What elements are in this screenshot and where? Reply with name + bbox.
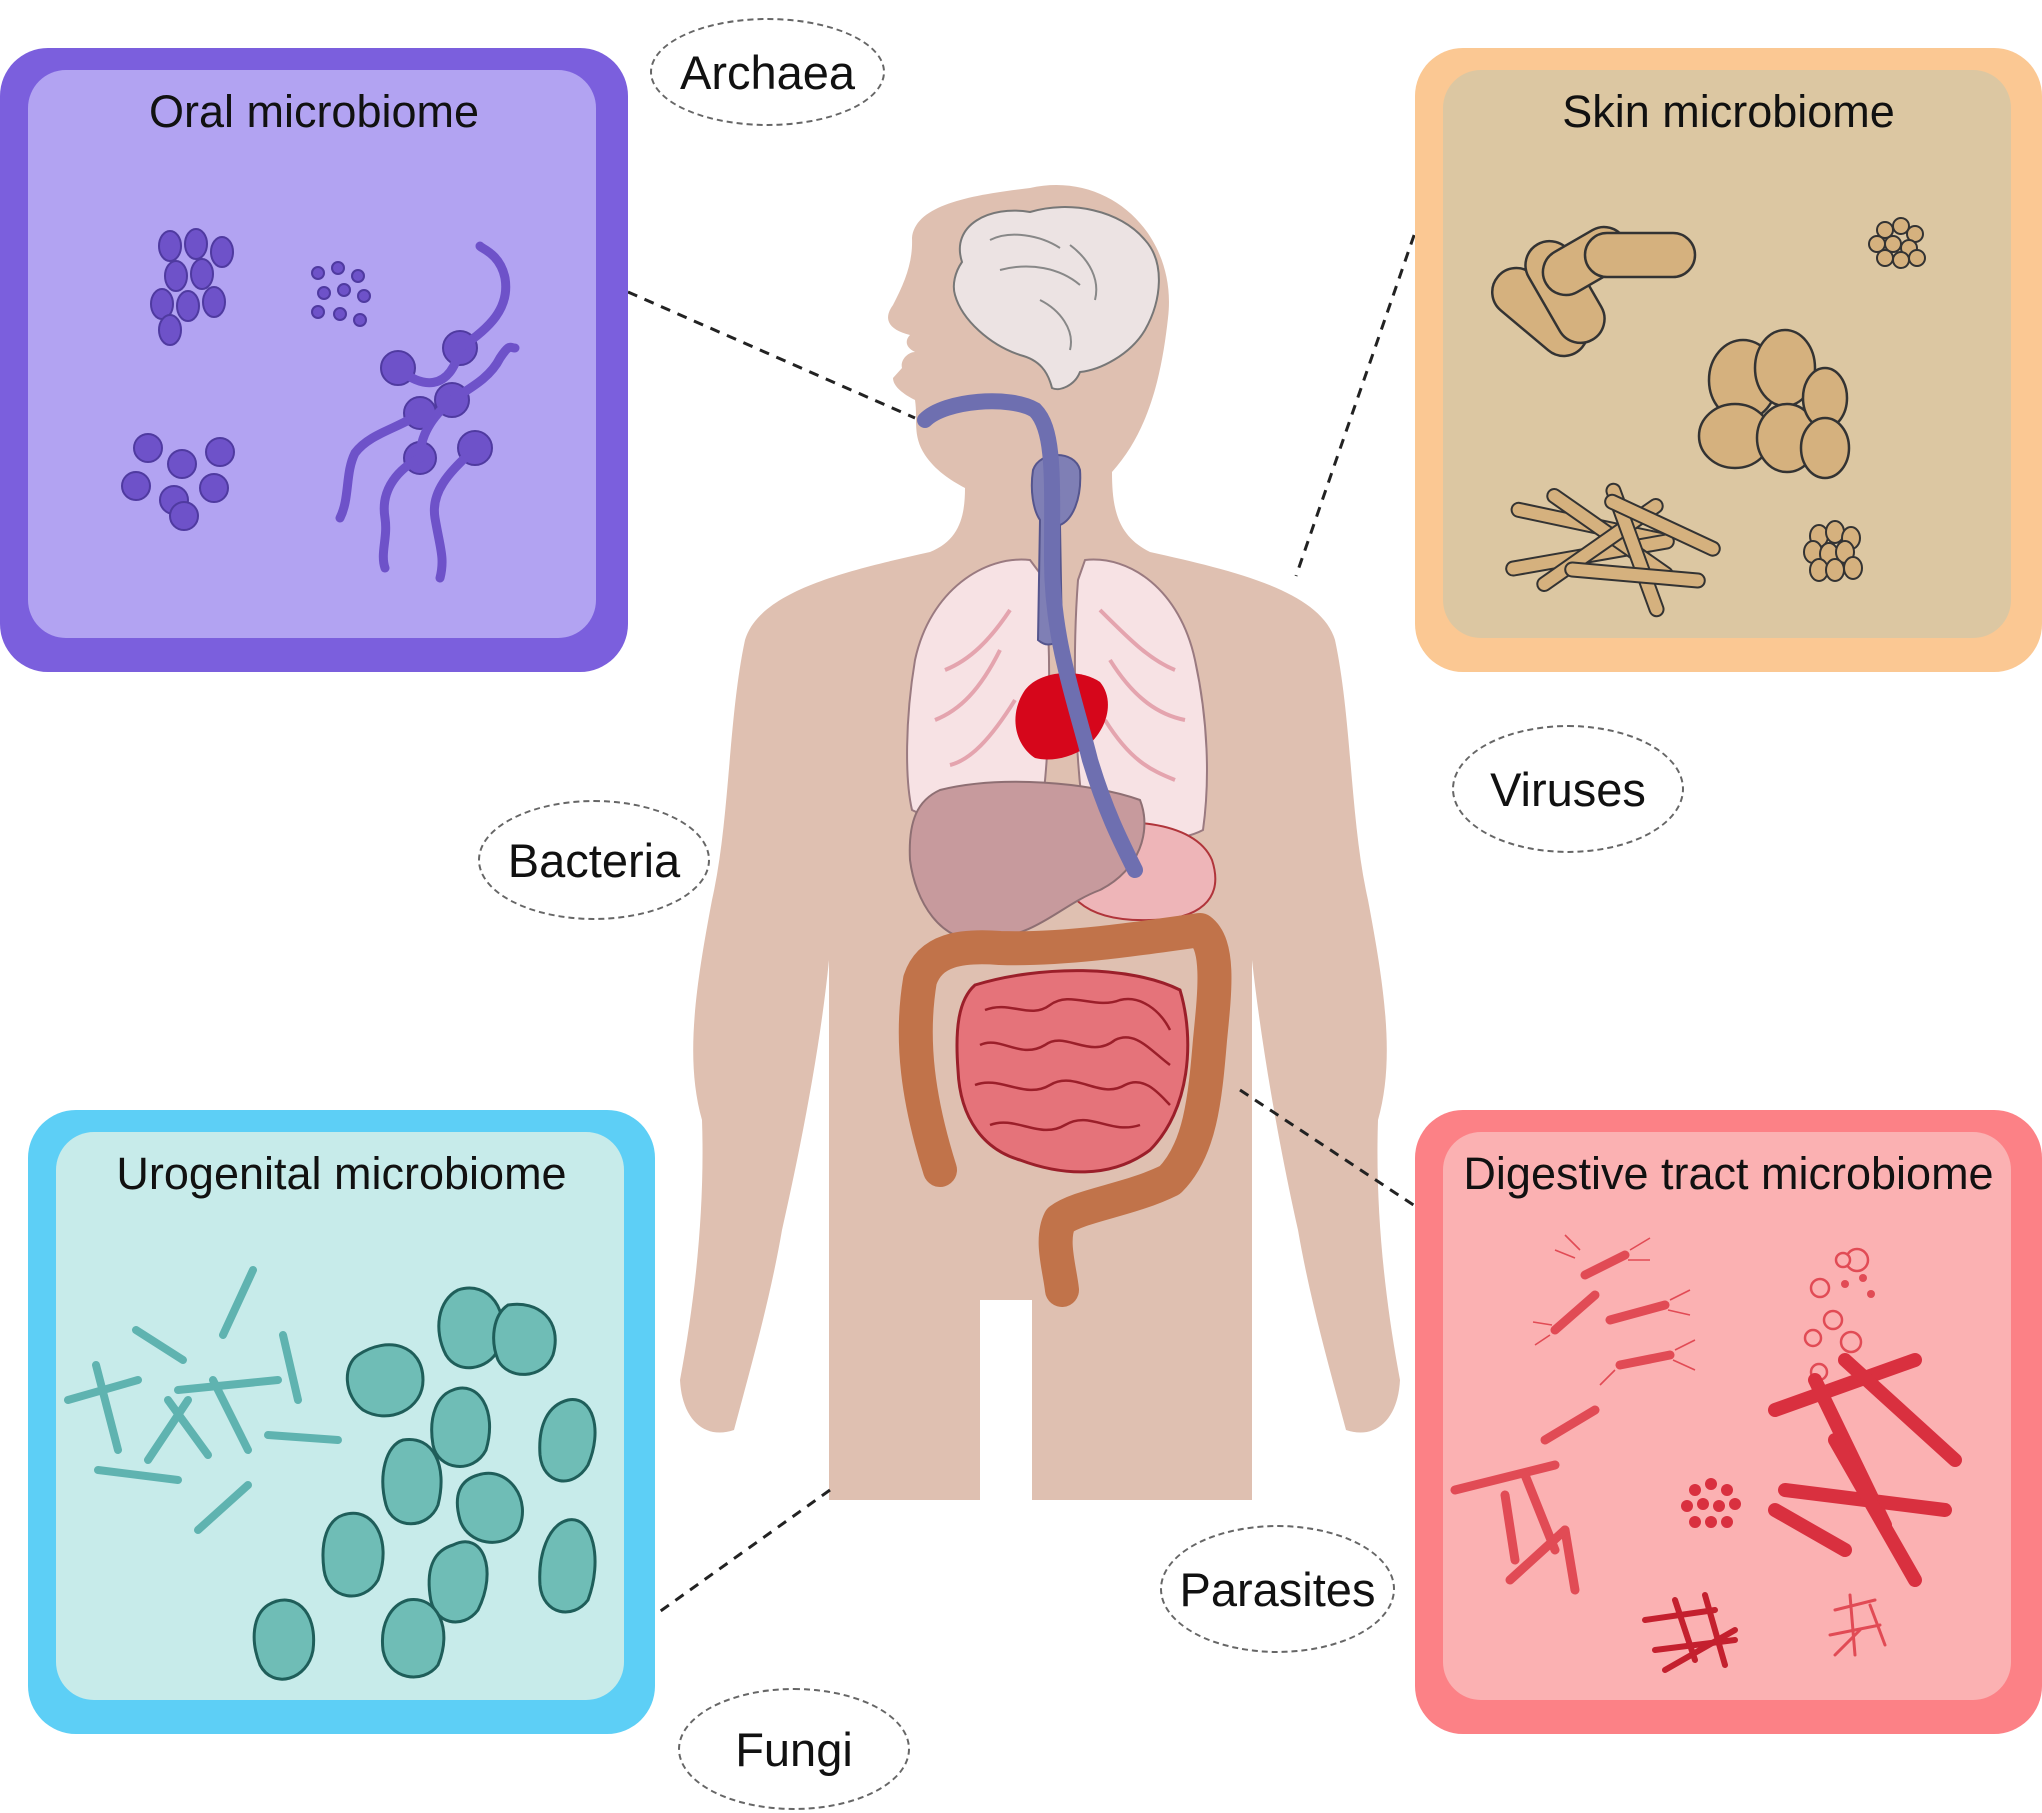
parasites-label: Parasites [1160,1525,1395,1653]
small-intestine [955,969,1190,1174]
liver [908,780,1146,942]
brain [952,206,1160,391]
archaea-label: Archaea [650,18,885,126]
large-intestine [898,913,1232,1307]
connector-lines [627,217,1422,1617]
esophagus [917,393,1143,878]
skin-microbiome-panel: Skin microbiome [1415,48,2042,672]
viruses-label: Viruses [1452,725,1684,853]
digestive-microbes-illustration [1450,1234,1962,1673]
fungi-label: Fungi [678,1688,910,1810]
oral-microbiome-title: Oral microbiome [148,86,480,137]
urogenital-microbes-illustration [64,1266,597,1681]
urogenital-microbiome-panel: Urogenital microbiome [28,1110,655,1734]
digestive-tract-microbiome-panel: Digestive tract microbiome [1415,1110,2042,1734]
skin-microbes-illustration [1491,217,1926,618]
urogenital-microbiome-title: Urogenital microbiome [116,1148,567,1199]
skin-microbiome-title: Skin microbiome [1562,86,1895,137]
oral-microbes-illustration [121,228,520,583]
bacteria-label: Bacteria [478,800,710,920]
oral-microbiome-panel: Oral microbiome [0,48,628,672]
digestive-tract-microbiome-title: Digestive tract microbiome [1463,1148,1994,1199]
